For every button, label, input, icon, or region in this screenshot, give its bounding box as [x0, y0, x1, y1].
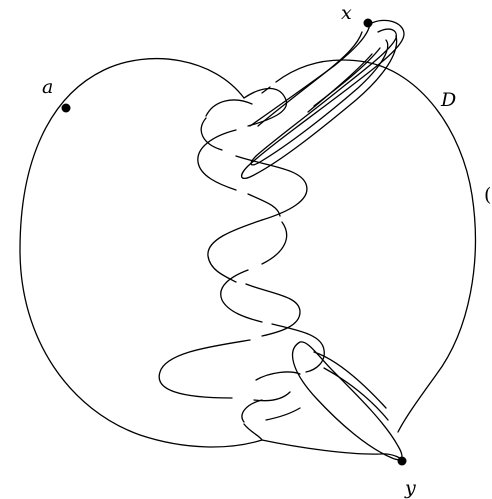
twist-strand-6d — [243, 423, 263, 441]
label-x: x — [341, 2, 352, 24]
point-y — [397, 456, 407, 466]
left-outer-arc — [19, 58, 263, 448]
label-y: y — [404, 477, 416, 499]
lower-clasp-strand-b — [313, 351, 387, 409]
lower-clasp-loop — [291, 341, 403, 461]
lower-clasp-strand-a — [323, 367, 389, 421]
right-outer-arc — [275, 59, 477, 433]
twist-strand-4c — [220, 269, 263, 323]
twist-strand-6b — [253, 391, 291, 402]
twist-strand-2c — [235, 155, 308, 221]
twist-strand-5b — [271, 323, 325, 373]
twist-strand-6a — [158, 339, 251, 399]
label-a: a — [42, 76, 53, 98]
upper-clasp-outer — [241, 19, 405, 180]
twist-strand-7a — [255, 371, 301, 381]
twist-strand-3a — [247, 193, 281, 217]
twist-strand-6c — [241, 399, 263, 423]
bottom-arc — [261, 439, 403, 461]
upper-clasp-inner-5 — [307, 53, 373, 113]
twist-strand-5a — [245, 283, 301, 337]
twist-strand-2b — [200, 117, 223, 151]
label-d: D — [440, 89, 456, 111]
label-edge-paren: ( — [484, 184, 491, 206]
twist-strand-4a — [207, 219, 263, 283]
twist-strand-7b — [265, 407, 301, 421]
twist-strand-2a — [205, 99, 253, 117]
point-x — [363, 18, 373, 28]
twist-strand-4b — [261, 221, 288, 265]
upper-clasp-inner-1 — [250, 28, 397, 166]
upper-clasp-inner-3 — [257, 31, 363, 127]
twist-strand-1b — [197, 129, 237, 191]
point-a — [61, 103, 71, 113]
